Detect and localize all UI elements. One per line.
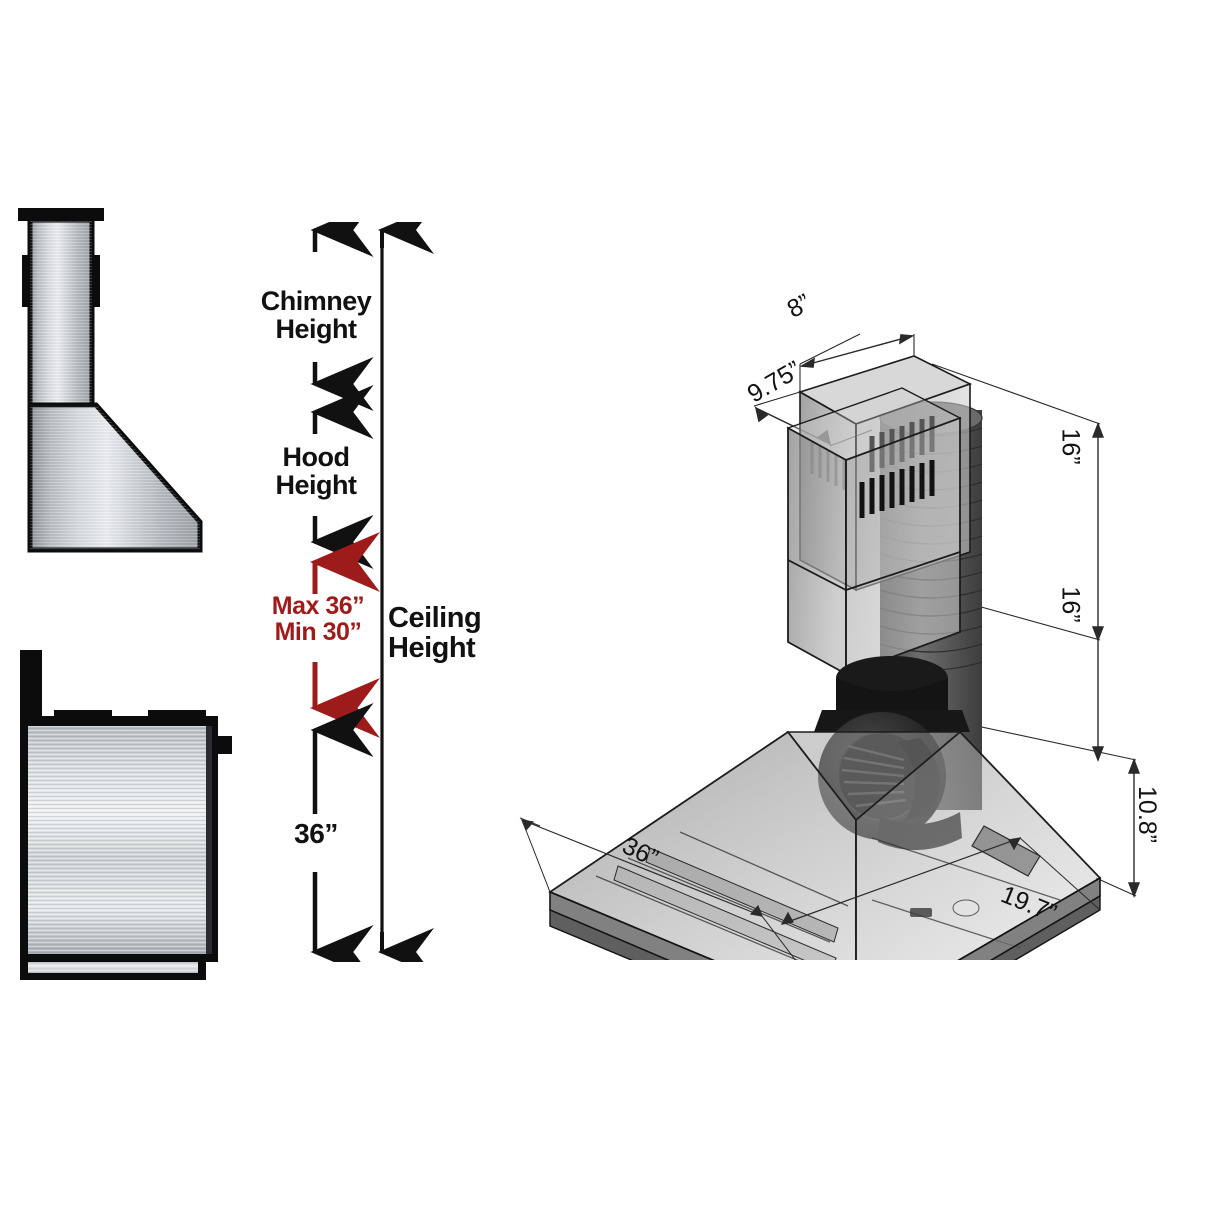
dim-hood-body-height-10-8in: 10.8” — [1132, 786, 1161, 843]
measurement-ladder: Chimney Height Hood Height Max 36” Min 3… — [236, 203, 526, 979]
dim-chimney-lower-16in: 16” — [1056, 586, 1085, 623]
range-side-profile — [8, 630, 248, 990]
label-chimney-height: Chimney Height — [260, 286, 372, 344]
dim-chimney-upper-16in: 16” — [1056, 428, 1085, 465]
label-hood-height: Hood Height — [275, 442, 358, 500]
hood-isometric-svg — [519, 333, 1141, 1055]
hood-side-profile — [8, 200, 228, 570]
measurement-arrows-svg — [310, 203, 434, 979]
label-max-min-clearance: Max 36” Min 30” — [271, 592, 365, 646]
hood-isometric-view: 8” 9.75” 16” 16” 10.8” 36” 19.7” — [500, 260, 1214, 1055]
label-range-height-36: 36” — [294, 818, 338, 849]
hood-side-profile-svg — [18, 208, 203, 553]
range-side-profile-svg — [20, 650, 232, 980]
label-ceiling-height: Ceiling Height — [388, 602, 482, 664]
